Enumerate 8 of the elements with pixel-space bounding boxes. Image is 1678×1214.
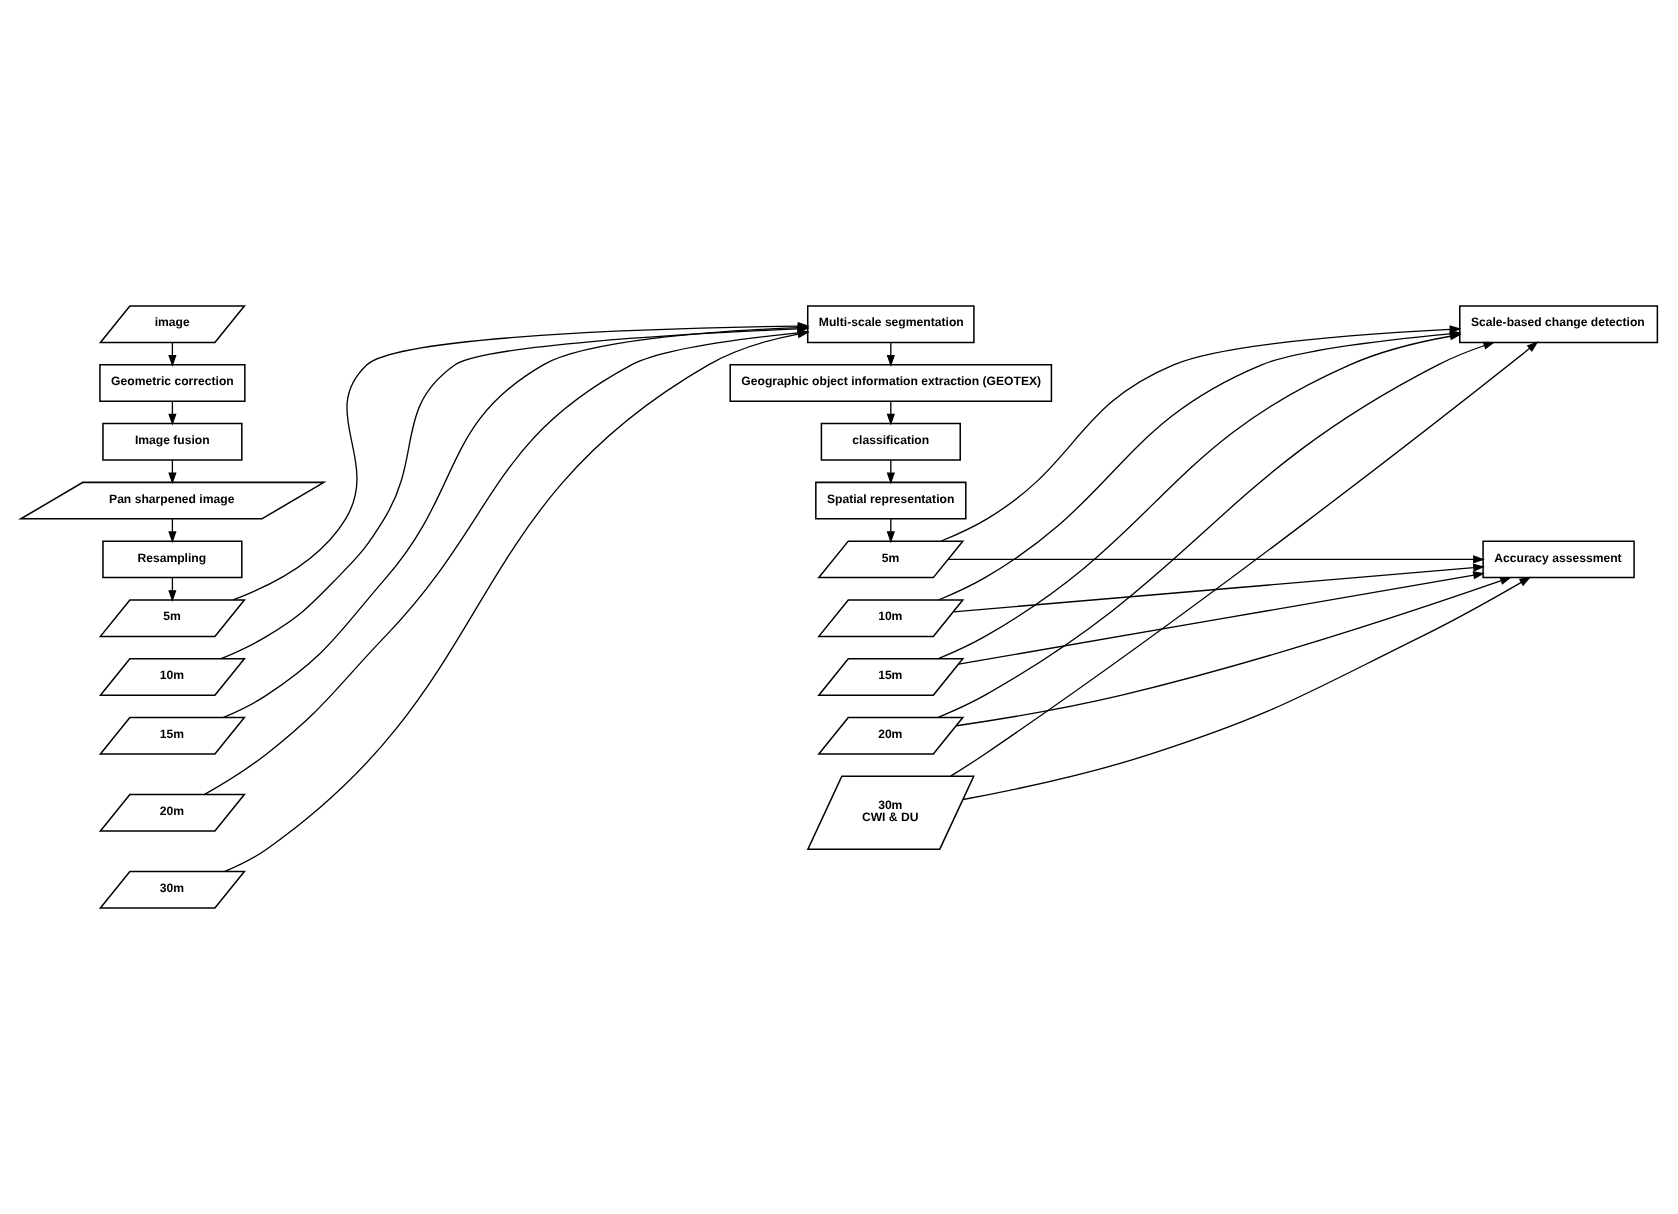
arrow: [950, 341, 1539, 777]
arrow: [937, 332, 1462, 660]
arrow: [962, 576, 1532, 801]
arrow: [947, 555, 1485, 564]
arrow: [952, 563, 1485, 613]
arrow: [955, 576, 1512, 727]
arrow: [937, 341, 1496, 718]
arrow: [958, 571, 1485, 665]
